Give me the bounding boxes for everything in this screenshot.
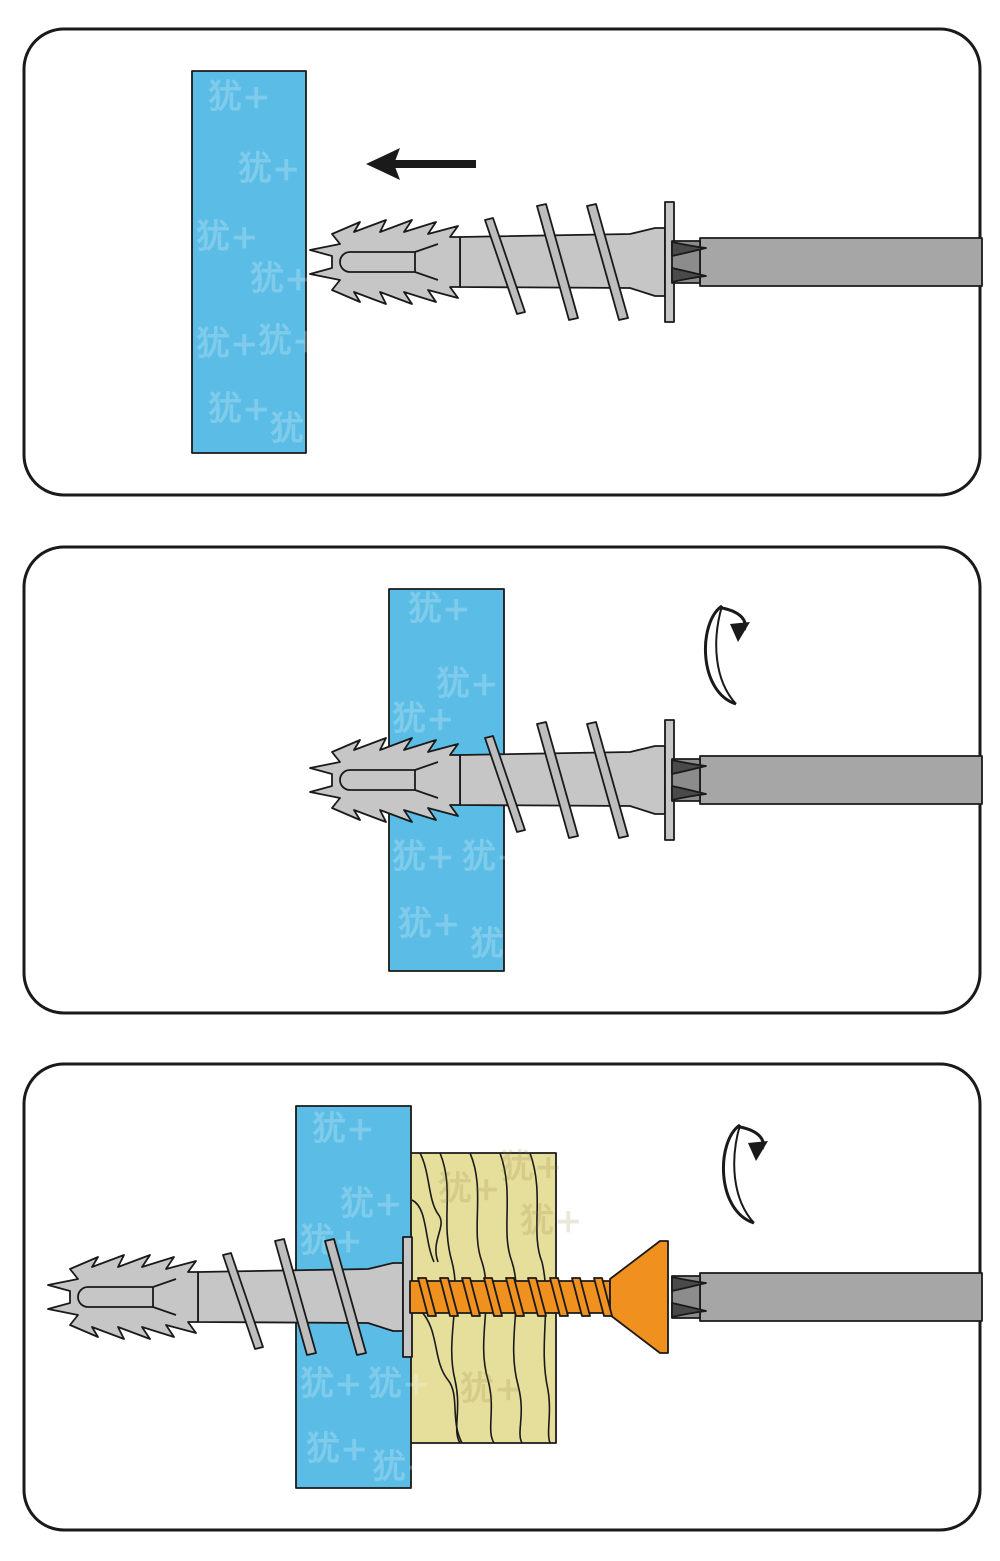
watermark: 犹+ <box>462 837 525 877</box>
watermark: 犹+ <box>196 324 259 364</box>
watermark: 犹+ <box>238 149 301 189</box>
clockwise-rotation-icon <box>704 604 750 706</box>
watermark: 犹+ <box>372 1447 435 1487</box>
watermark: 犹+ <box>258 321 321 361</box>
watermark: 犹+ <box>306 1429 369 1469</box>
watermark: 犹+ <box>500 1147 563 1187</box>
step-3-panel: 犹+ 犹+ 犹+ 犹+ 犹+ 犹+ 犹+ 犹+ 犹+ 犹+ 犹+ <box>22 1062 983 1532</box>
watermark: 犹+ <box>392 699 455 739</box>
watermark: 犹+ <box>438 1169 501 1209</box>
clockwise-rotation-icon <box>722 1123 768 1225</box>
drywall-board: 犹+ 犹+ 犹+ 犹+ 犹+ 犹+ 犹+ 犹+ <box>191 70 333 454</box>
watermark: 犹+ <box>270 409 333 449</box>
watermark: 犹+ <box>208 389 271 429</box>
watermark: 犹+ <box>408 589 471 629</box>
watermark: 犹+ <box>470 924 533 964</box>
watermark: 犹+ <box>208 77 271 117</box>
watermark: 犹+ <box>368 1364 431 1404</box>
watermark: 犹+ <box>250 259 313 299</box>
watermark: 犹+ <box>300 1364 363 1404</box>
watermark: 犹+ <box>436 664 499 704</box>
watermark: 犹+ <box>196 217 259 257</box>
watermark: 犹+ <box>398 904 461 944</box>
watermark: 犹+ <box>392 837 455 877</box>
screwdriver-bit <box>671 237 983 287</box>
screwdriver-bit <box>671 755 983 805</box>
watermark: 犹+ <box>340 1184 403 1224</box>
step-2-panel: 犹+ 犹+ 犹+ 犹+ 犹+ 犹+ 犹+ <box>22 545 983 1015</box>
watermark: 犹+ <box>312 1109 375 1149</box>
wood-screw <box>409 1240 669 1354</box>
left-arrow-icon <box>366 148 476 180</box>
watermark: 犹+ <box>520 1201 583 1241</box>
watermark: 犹+ <box>460 1369 523 1409</box>
screwdriver-bit <box>671 1272 983 1322</box>
wood-block: 犹+ 犹+ 犹+ 犹+ <box>409 1147 583 1444</box>
step-1-panel: 犹+ 犹+ 犹+ 犹+ 犹+ 犹+ 犹+ 犹+ <box>22 27 983 497</box>
